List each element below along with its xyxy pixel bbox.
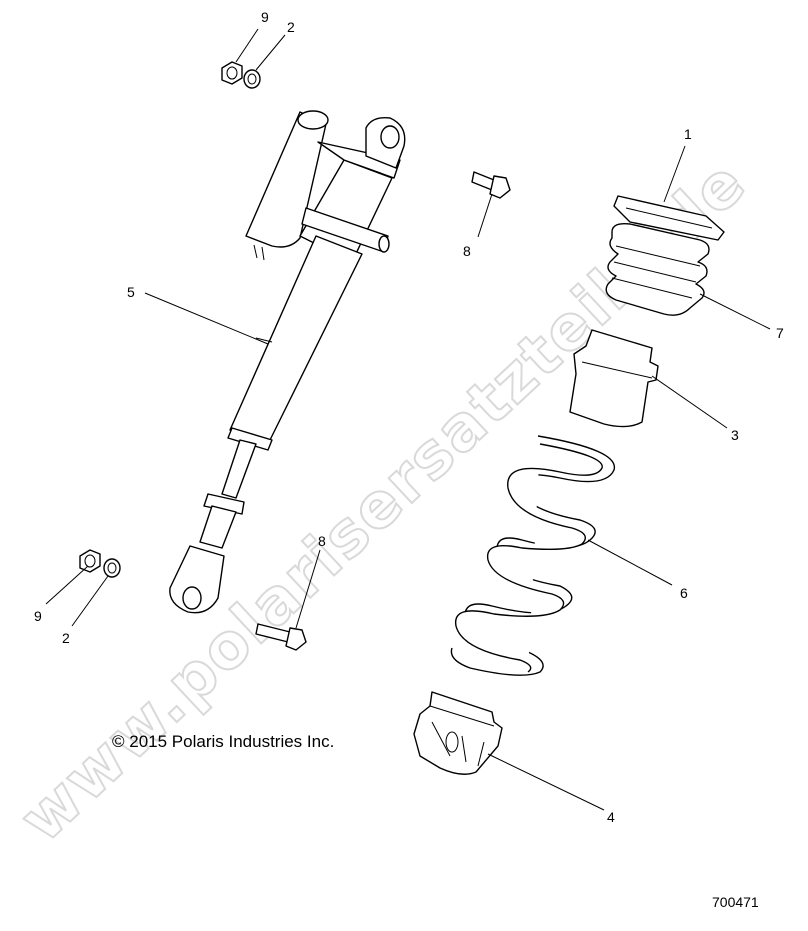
copyright-text: © 2015 Polaris Industries Inc. bbox=[112, 732, 334, 751]
bolt-top-part bbox=[471, 171, 511, 199]
lower-spring-seat-part bbox=[413, 691, 503, 775]
washer-bottom-part bbox=[103, 558, 121, 578]
callout-5: 5 bbox=[127, 284, 135, 300]
leader-2-bottom bbox=[71, 575, 109, 627]
callout-9-top: 9 bbox=[261, 9, 269, 25]
bump-stop-part bbox=[605, 222, 710, 316]
nut-top-part bbox=[221, 61, 243, 85]
leader-7 bbox=[699, 293, 771, 330]
leader-8-bottom bbox=[295, 549, 321, 629]
callout-7: 7 bbox=[776, 325, 784, 341]
callout-9-bottom: 9 bbox=[34, 608, 42, 624]
figure-number: 700471 bbox=[712, 894, 759, 910]
callout-2-bottom: 2 bbox=[62, 630, 70, 646]
bolt-bottom-part bbox=[255, 623, 307, 651]
callout-8-bottom: 8 bbox=[318, 533, 326, 549]
washer-top-part bbox=[243, 69, 261, 89]
leader-1 bbox=[663, 145, 686, 203]
leader-9-bottom bbox=[45, 565, 89, 605]
nut-bottom-part bbox=[79, 549, 101, 573]
callout-4: 4 bbox=[607, 809, 615, 825]
spring-retainer-part bbox=[613, 195, 725, 241]
spring-seat-part bbox=[569, 329, 659, 428]
coil-spring-part bbox=[450, 435, 616, 676]
callout-1: 1 bbox=[684, 126, 692, 142]
callout-6: 6 bbox=[680, 585, 688, 601]
shock-absorber-part bbox=[169, 110, 406, 614]
callout-3: 3 bbox=[731, 427, 739, 443]
leader-6 bbox=[587, 539, 673, 586]
leader-2-top bbox=[255, 34, 286, 71]
leader-8-top bbox=[477, 193, 493, 238]
callout-8-top: 8 bbox=[463, 243, 471, 259]
leader-4 bbox=[487, 753, 605, 811]
callout-2-top: 2 bbox=[287, 19, 295, 35]
leader-3 bbox=[651, 375, 728, 429]
leader-9-top bbox=[235, 28, 259, 63]
leader-5 bbox=[144, 292, 269, 345]
